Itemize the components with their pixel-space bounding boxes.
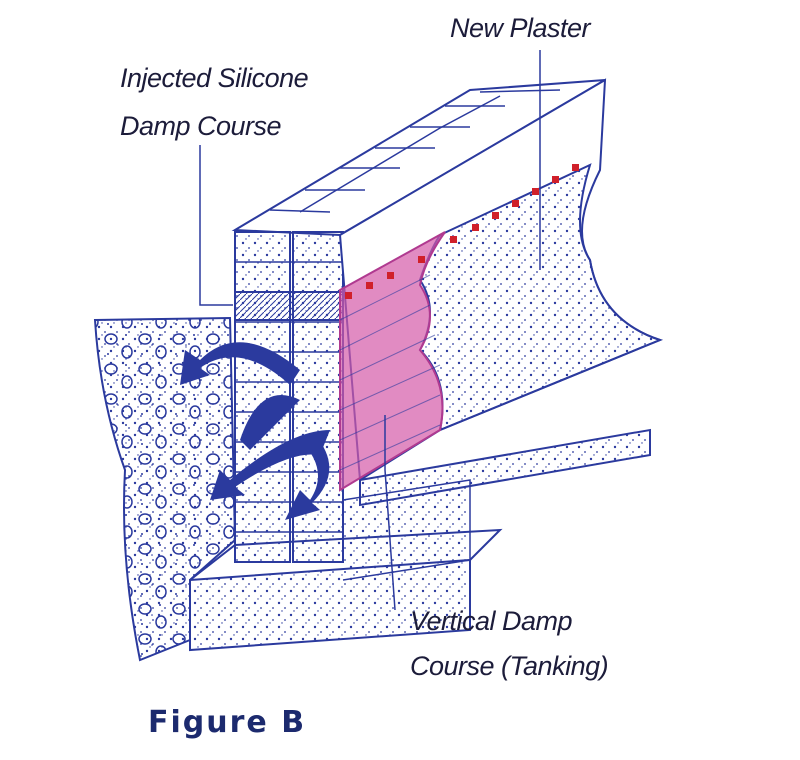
new-plaster-label: New Plaster [450,13,591,43]
injected-silicone-label-line1: Injected Silicone [120,63,309,93]
figure-caption: Figure B [148,705,307,740]
vertical-damp-label-line1: Vertical Damp [410,606,573,636]
moisture-arrows [180,342,330,520]
injection-dots [345,164,579,299]
vertical-damp-label-line2: Course (Tanking) [410,651,609,681]
injected-silicone-label-line2: Damp Course [120,111,282,141]
tanking-area [339,231,446,492]
